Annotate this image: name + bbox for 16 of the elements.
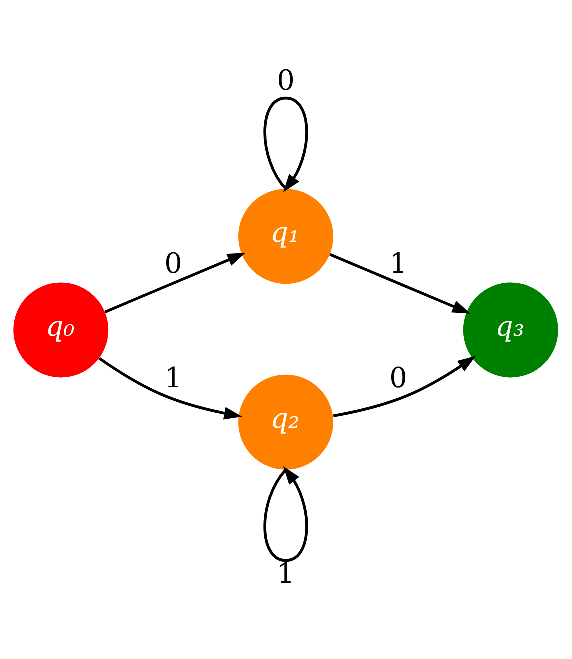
arrow bbox=[104, 252, 246, 314]
arrow bbox=[333, 356, 476, 418]
arrow bbox=[264, 96, 308, 192]
edge-label: 1 bbox=[390, 246, 408, 280]
edge-label: 1 bbox=[164, 361, 182, 394]
arrow bbox=[330, 253, 471, 314]
edge-label: 0 bbox=[277, 64, 295, 97]
arrow bbox=[98, 357, 243, 420]
edge-label: 1 bbox=[277, 557, 295, 590]
arrow bbox=[264, 466, 308, 562]
edge-label: 0 bbox=[390, 361, 408, 394]
node-circle: q₀ bbox=[14, 282, 109, 378]
node-circle: q₂ bbox=[238, 374, 334, 470]
node-circle: q₃ bbox=[463, 282, 558, 378]
node-circle: q₁ bbox=[238, 189, 334, 284]
edge-label: 0 bbox=[164, 246, 182, 280]
